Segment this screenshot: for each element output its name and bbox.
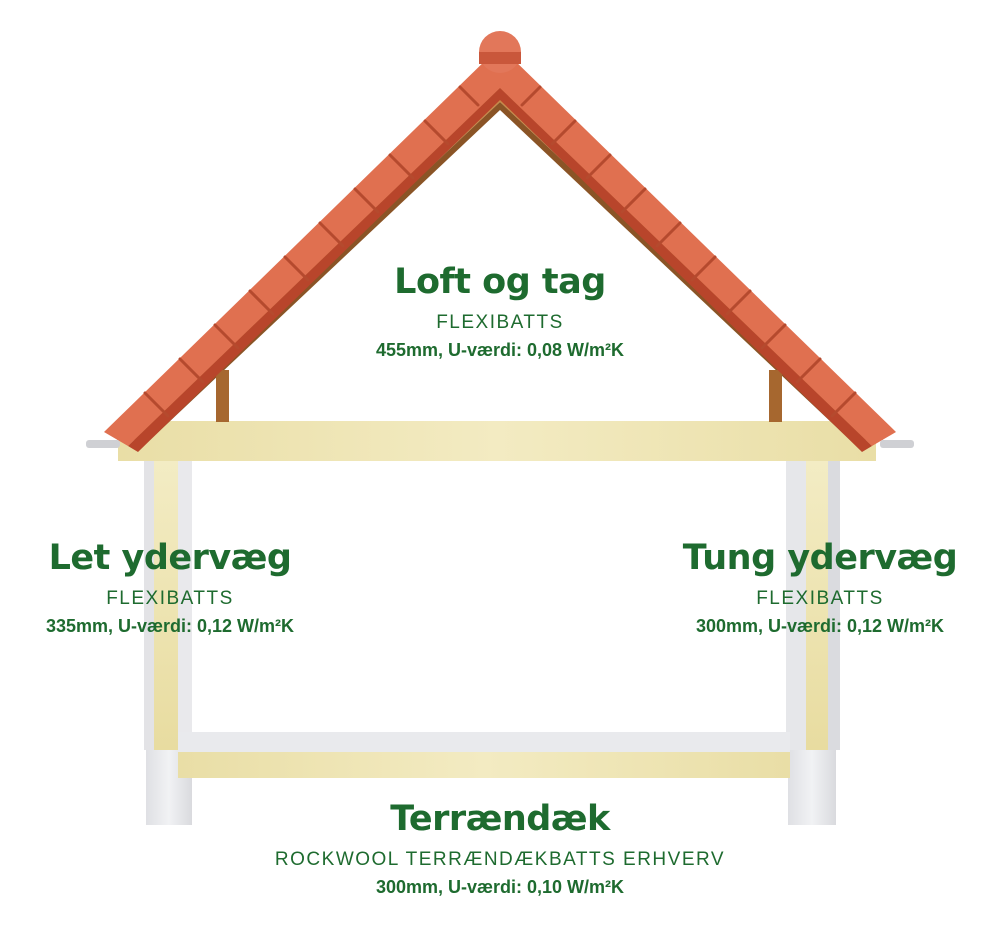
- floor-product: ROCKWOOL TERRÆNDÆKBATTS ERHVERV: [274, 849, 726, 870]
- roof-tiles: [104, 31, 896, 452]
- heavy-wall: [786, 460, 840, 750]
- label-light-wall: Let ydervæg FLEXIBATTS 335mm, U-værdi: 0…: [0, 538, 340, 636]
- floor-spec: 300mm, U-værdi: 0,10 W/m²K: [375, 877, 625, 897]
- roof-product: FLEXIBATTS: [436, 312, 564, 333]
- heavy-wall-title: Tung ydervæg: [682, 538, 958, 578]
- floor-title: Terrændæk: [390, 799, 610, 839]
- label-roof: Loft og tag FLEXIBATTS 455mm, U-værdi: 0…: [300, 262, 700, 360]
- label-heavy-wall: Tung ydervæg FLEXIBATTS 300mm, U-værdi: …: [650, 538, 990, 636]
- roof-title: Loft og tag: [394, 262, 606, 302]
- heavy-wall-spec: 300mm, U-værdi: 0,12 W/m²K: [695, 616, 945, 636]
- ceiling-insulation: [118, 421, 876, 461]
- light-wall: [144, 460, 192, 750]
- gutter: [86, 440, 914, 448]
- floor-slab: [178, 732, 790, 778]
- label-floor: Terrændæk ROCKWOOL TERRÆNDÆKBATTS ERHVER…: [200, 799, 800, 897]
- heavy-wall-product: FLEXIBATTS: [756, 588, 884, 609]
- light-wall-title: Let ydervæg: [48, 538, 292, 578]
- roof-spec: 455mm, U-værdi: 0,08 W/m²K: [375, 340, 625, 360]
- light-wall-product: FLEXIBATTS: [106, 588, 234, 609]
- light-wall-spec: 335mm, U-værdi: 0,12 W/m²K: [45, 616, 295, 636]
- roof-timber: [117, 78, 883, 440]
